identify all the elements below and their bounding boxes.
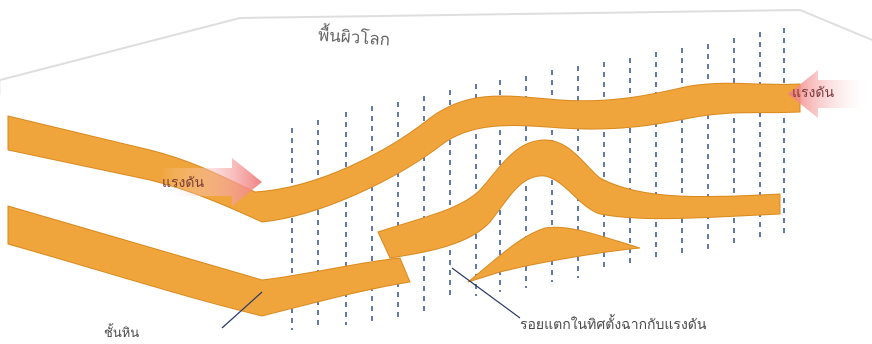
rock-layer-label: ชั้นหิน	[104, 326, 140, 341]
earth-surface-block	[0, 8, 872, 95]
layer-pointer-line	[221, 291, 263, 329]
crack-pointer-line	[451, 267, 521, 319]
push-force-label-right: แรงดัน	[792, 85, 835, 101]
rock-layer-middle	[377, 139, 781, 259]
rock-layer-lower	[7, 205, 411, 317]
push-force-label-left: แรงดัน	[162, 175, 205, 191]
crack-direction-label: รอยแตกในทิศตั้งฉากกับแรงดัน	[520, 317, 707, 333]
earth-surface-label: พื้นผิวโลก	[317, 25, 391, 51]
rock-layer-lens	[467, 226, 641, 283]
push-arrow-left	[160, 158, 262, 206]
push-arrow-right	[788, 70, 872, 118]
